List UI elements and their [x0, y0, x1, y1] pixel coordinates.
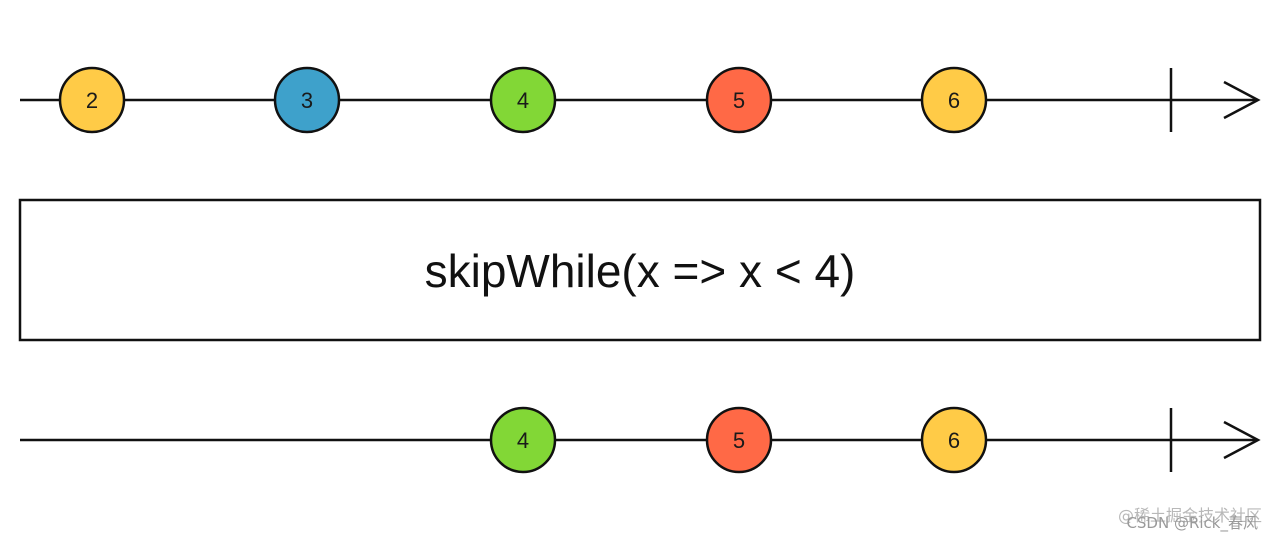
input-marble-circle	[920, 66, 988, 134]
input-marble-circle	[273, 66, 341, 134]
input-marble-label: 5	[733, 88, 745, 113]
output-marble-5: 5	[705, 406, 773, 474]
input-marble-circle	[58, 66, 126, 134]
output-marble-label: 5	[733, 428, 745, 453]
input-marble-label: 4	[517, 88, 529, 113]
input-marble-5: 5	[705, 66, 773, 134]
output-marble-circle	[705, 406, 773, 474]
output-timeline: 4 5 6	[20, 406, 1261, 474]
operator-label: skipWhile(x => x < 4)	[425, 245, 856, 297]
input-marble-circle	[705, 66, 773, 134]
watermark-line-2: CSDN @Rick_春风	[1126, 514, 1258, 532]
input-marble-label: 2	[86, 88, 98, 113]
output-marble-label: 6	[948, 428, 960, 453]
input-timeline: 2 3 4 5 6	[20, 66, 1261, 134]
output-marble-circle	[920, 406, 988, 474]
output-marble-4: 4	[489, 406, 557, 474]
watermark-line-1: @稀土掘金技术社区	[1117, 506, 1262, 525]
input-marble-label: 6	[948, 88, 960, 113]
output-marble-circle	[489, 406, 557, 474]
input-marble-label: 3	[301, 88, 313, 113]
input-marble-3: 3	[273, 66, 341, 134]
input-marble-2: 2	[58, 66, 126, 134]
input-marble-4: 4	[489, 66, 557, 134]
input-arrowhead	[1223, 80, 1261, 120]
output-marbles: 4 5 6	[489, 406, 988, 474]
operator-box-frame	[18, 198, 1262, 342]
input-marble-6: 6	[920, 66, 988, 134]
input-marble-circle	[489, 66, 557, 134]
output-marble-label: 4	[517, 428, 529, 453]
output-arrowhead	[1223, 420, 1261, 460]
input-marbles: 2 3 4 5 6	[58, 66, 988, 134]
operator-box: skipWhile(x => x < 4)	[18, 198, 1262, 342]
output-marble-6: 6	[920, 406, 988, 474]
